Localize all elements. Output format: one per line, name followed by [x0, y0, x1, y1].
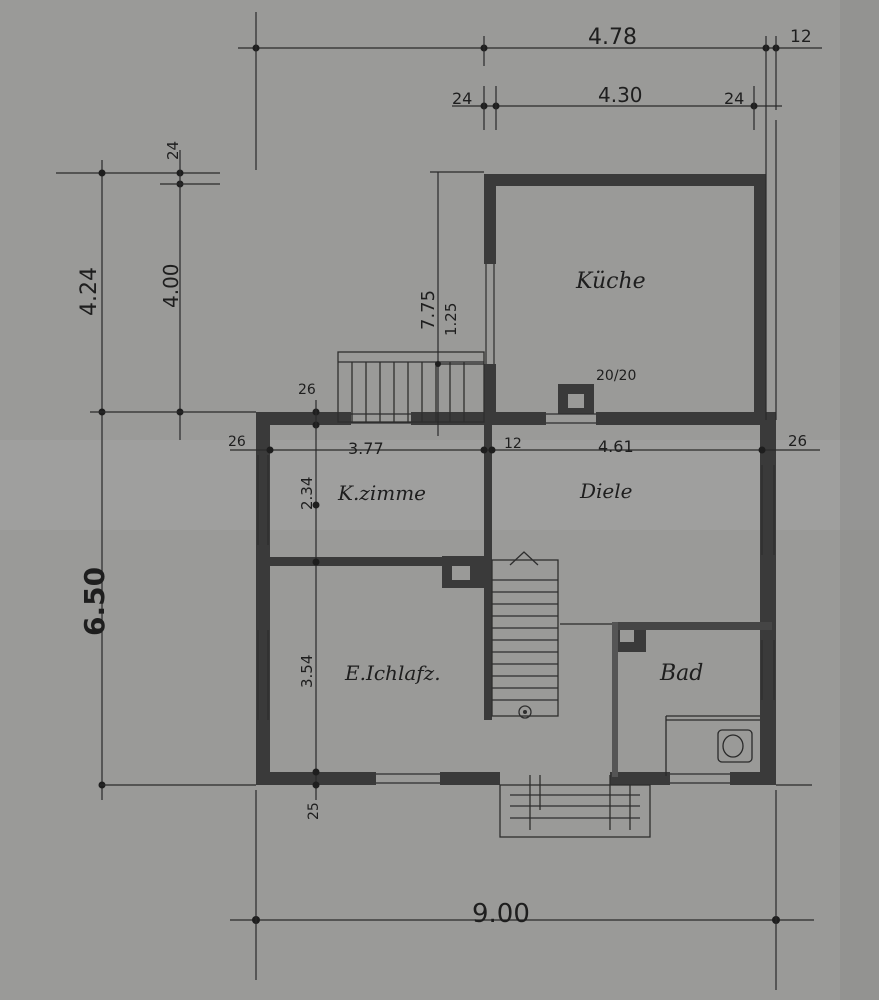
upper-stairs	[337, 351, 485, 423]
paper-edge-shadow	[840, 0, 879, 1000]
dim-wall-26-left: 26	[228, 434, 246, 450]
room-label-bad: Bad	[659, 661, 703, 686]
kitchen-right-wall	[754, 174, 766, 420]
dim-chimney-size: 20/20	[596, 368, 636, 384]
dimension-lines	[56, 12, 822, 990]
dim-diele-width: 4.61	[598, 437, 634, 456]
dim-wall-25-bottom: 25	[306, 802, 322, 820]
dim-bottom-total: 9.00	[472, 899, 530, 929]
room-labels: Küche K.zimme Diele E.Ichlafz. Bad	[337, 269, 703, 686]
bottom-wall-mid	[440, 772, 500, 785]
room-label-diele: Diele	[579, 479, 633, 503]
dim-wall-26-top: 26	[298, 382, 316, 398]
dim-left-total: 6.50	[78, 567, 111, 636]
dim-top-wall-right: 24	[724, 89, 744, 108]
bottom-wall-bad	[610, 772, 670, 785]
room-label-kinderzimmer: K.zimme	[337, 481, 426, 505]
toilet-icon	[717, 729, 753, 763]
dim-left-upper-total: 4.24	[77, 267, 102, 316]
interior-wall-vertical	[484, 420, 492, 720]
dimension-labels: 4.78 12 4.30 24 24 4.24 4.00 24 7.75 1.2…	[77, 25, 812, 929]
kitchen-left-wall-lower	[484, 364, 496, 424]
entrance-steps	[499, 775, 651, 838]
paper-fold	[0, 440, 879, 530]
main-right-wall	[760, 412, 776, 782]
dim-wall-26-right: 26	[788, 432, 807, 450]
dim-schlafz-depth: 3.54	[298, 655, 316, 688]
main-stairs	[491, 551, 559, 719]
dim-kzimmer-width: 3.77	[348, 439, 384, 458]
dim-stair-height-a: 7.75	[418, 290, 439, 330]
windows	[257, 264, 775, 784]
dim-top-total: 4.78	[588, 25, 637, 50]
dim-left-upper-wall: 24	[164, 141, 182, 160]
dim-middle-wall: 12	[504, 436, 522, 452]
dim-top-wall-left: 24	[452, 89, 472, 108]
interior-wall-horizontal	[256, 557, 486, 566]
room-label-kueche: Küche	[575, 269, 646, 294]
dim-kzimmer-depth: 2.34	[298, 477, 316, 510]
main-top-wall-mid	[411, 412, 546, 425]
room-label-elternschlafzimmer: E.Ichlafz.	[344, 661, 441, 685]
kitchen-left-wall-upper	[484, 174, 496, 264]
bad-walls	[560, 622, 772, 777]
bottom-wall-right	[730, 772, 776, 785]
main-top-wall-left	[256, 412, 351, 425]
kitchen-top-wall	[484, 174, 766, 186]
main-top-wall-right	[596, 412, 776, 425]
dim-top-right-small: 12	[790, 27, 812, 47]
dim-left-upper-inner: 4.00	[159, 263, 183, 308]
main-left-wall	[256, 412, 270, 782]
dim-top-inner: 4.30	[598, 83, 643, 107]
dim-stair-height-b: 1.25	[442, 303, 460, 336]
